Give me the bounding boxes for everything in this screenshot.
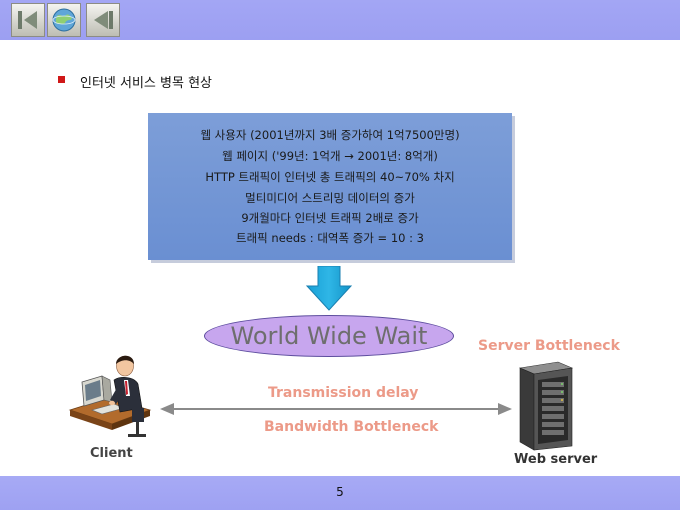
previous-slide-icon [94,11,113,29]
slide-title: 인터넷 서비스 병목 현상 [80,76,212,91]
home-button[interactable] [47,3,81,37]
world-wide-wait-label: World Wide Wait [230,322,428,350]
home-globe-icon [52,8,76,32]
info-line: 웹 사용자 (2001년까지 3배 증가하여 1억7500만명) [200,128,460,142]
info-box [148,113,512,260]
transmission-delay-label: Transmission delay [268,385,419,401]
info-line: 9개월마다 인터넷 트래픽 2배로 증가 [241,211,419,225]
info-line: 멀티미디어 스트리밍 데이터의 증가 [245,191,415,205]
first-slide-icon [18,11,37,29]
bandwidth-bottleneck-label: Bandwidth Bottleneck [264,419,439,435]
double-arrow-connector [160,403,512,415]
top-bar [0,0,680,40]
previous-slide-button[interactable] [86,3,120,37]
first-slide-button[interactable] [11,3,45,37]
down-arrow-icon [305,266,353,311]
bottom-bar [0,476,680,510]
web-server-label: Web server [514,452,598,467]
title-bullet [58,76,65,83]
server-bottleneck-label: Server Bottleneck [478,338,620,354]
info-line: 트래픽 needs : 대역폭 증가 = 10 : 3 [236,231,424,245]
client-label: Client [90,446,133,461]
info-line: 웹 페이지 ('99년: 1억개 → 2001년: 8억개) [222,149,438,163]
info-line: HTTP 트래픽이 인터넷 총 트래픽의 40~70% 차지 [205,170,455,184]
world-wide-wait-ellipse [204,315,454,357]
page-number: 5 [336,485,344,499]
client-computer-user-icon [68,355,152,437]
web-server-rack-icon [518,361,574,451]
